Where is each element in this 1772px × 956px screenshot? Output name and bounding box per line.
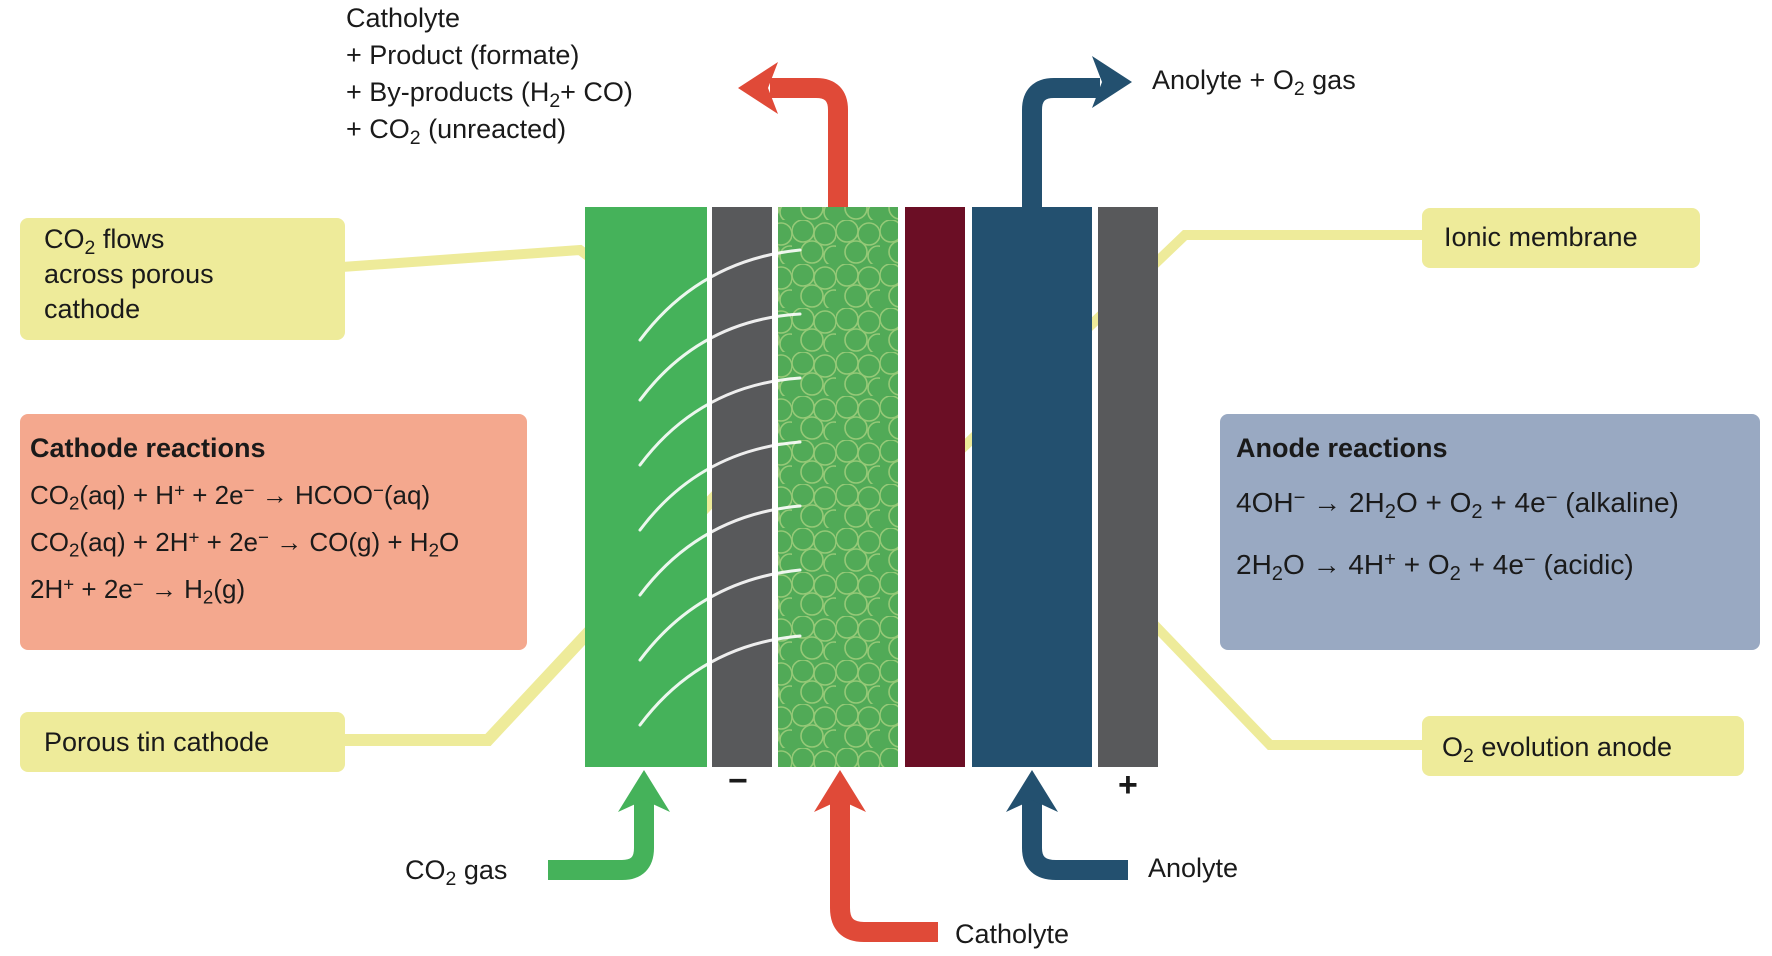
co2-inlet-arrow	[548, 800, 654, 880]
anode-eq-2: 2H2O → 4H+ + O2 + 4e− (acidic)	[1236, 548, 1634, 586]
catholyte-outlet-arrowhead	[738, 62, 778, 114]
cathode-eq-3: 2H+ + 2e− → H2(g)	[30, 573, 246, 608]
catalyst-bed	[778, 207, 898, 767]
callout-ionic-membrane: Ionic membrane	[1422, 208, 1700, 268]
anode-reactions-box: Anode reactions 4OH− → 2H2O + O2 + 4e− (…	[1220, 414, 1760, 650]
anolyte-outlet-arrow	[1022, 78, 1100, 207]
anode-reactions-title: Anode reactions	[1236, 433, 1448, 463]
ionic-membrane	[905, 207, 965, 767]
gas-diffusion-layer	[585, 207, 707, 767]
anolyte-outlet-arrowhead	[1092, 56, 1132, 108]
negative-terminal: −	[728, 762, 748, 800]
anode-eq-1: 4OH− → 2H2O + O2 + 4e− (alkaline)	[1236, 486, 1679, 524]
cathode-eq-2: CO2(aq) + 2H+ + 2e− → CO(g) + H2O	[30, 526, 460, 561]
anode-plate	[1098, 207, 1158, 767]
catholyte-outlet-arrow	[770, 78, 848, 207]
catholyte-inlet-arrow	[830, 800, 938, 942]
cathode-reactions-title: Cathode reactions	[30, 433, 266, 463]
callout-o2-evolution-anode: O2 evolution anode	[1422, 716, 1744, 776]
leader-o2-anode	[1135, 605, 1435, 750]
cathode-current-collector	[712, 207, 772, 767]
anolyte-outlet-label: Anolyte + O2 gas	[1152, 65, 1356, 100]
co2-gas-inlet-label: CO2 gas	[405, 855, 508, 890]
anolyte-chamber	[972, 207, 1092, 767]
callout-co2-flows: CO2 flows across porous cathode	[20, 218, 345, 340]
cathode-reactions-box: Cathode reactions CO2(aq) + H+ + 2e− → H…	[20, 414, 527, 650]
callout-porous-tin-cathode: Porous tin cathode	[20, 712, 345, 772]
catholyte-outlet-label: Catholyte + Product (formate) + By-produ…	[346, 3, 633, 149]
anolyte-inlet-arrow	[1022, 800, 1128, 880]
anolyte-inlet-label: Anolyte	[1148, 853, 1239, 883]
co2-flow-arrows	[638, 248, 802, 727]
positive-terminal: +	[1118, 766, 1138, 804]
cathode-eq-1: CO2(aq) + H+ + 2e− → HCOO−(aq)	[30, 479, 431, 514]
catholyte-inlet-label: Catholyte	[955, 919, 1070, 949]
